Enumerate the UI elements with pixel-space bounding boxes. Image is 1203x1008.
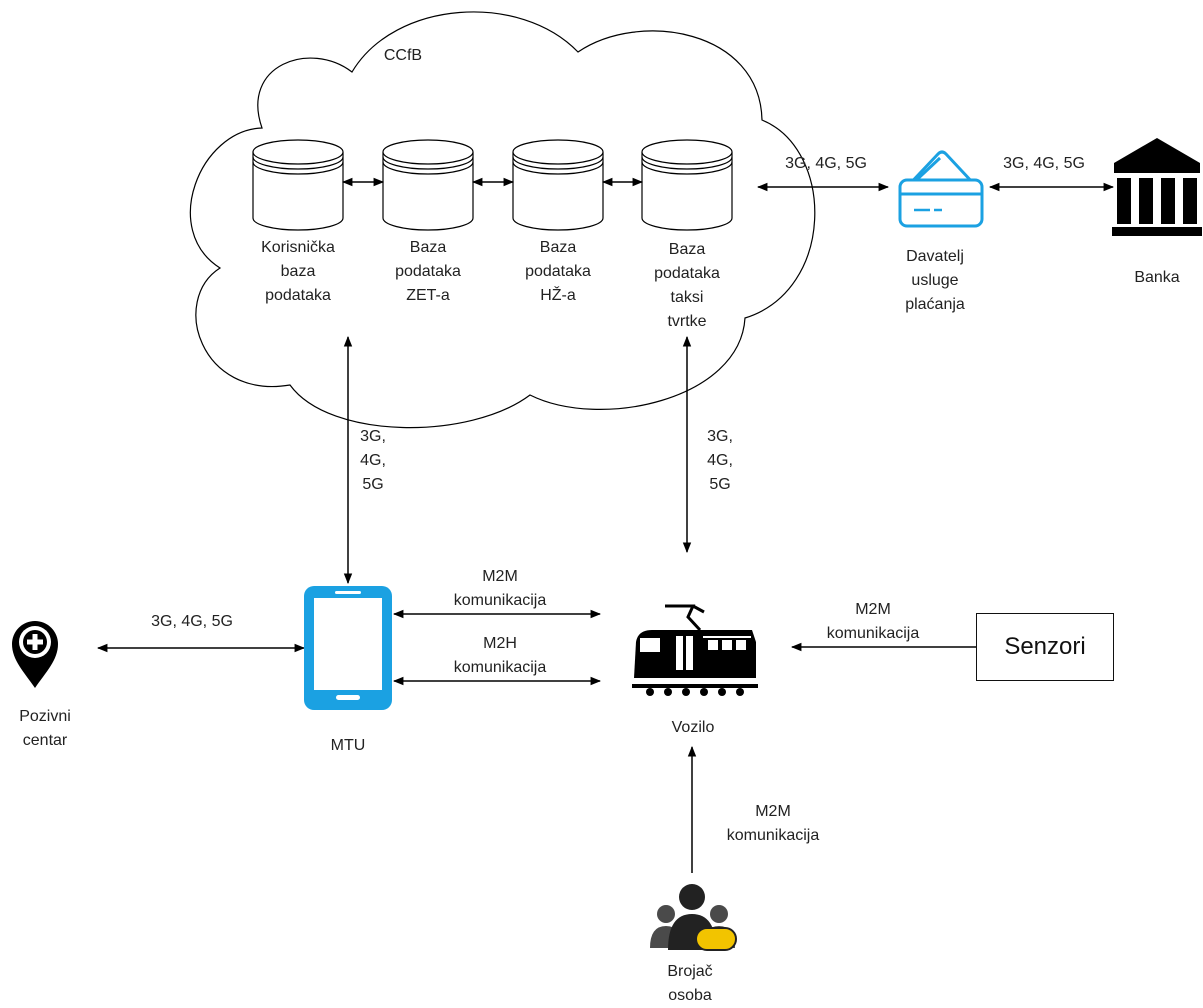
mtu-vehicle-m2h-label: M2H komunikacija — [453, 635, 547, 676]
vehicle-label: Vozilo — [671, 719, 715, 736]
credit-card-icon — [898, 150, 984, 228]
db-label-users: Korisnička baza podataka — [261, 239, 335, 304]
mtu-cloud-label: 3G, 4G, 5G — [360, 428, 386, 493]
map-pin-plus-icon — [12, 621, 58, 688]
payment-provider-label: Davatelj usluge plaćanja — [905, 248, 965, 313]
call-mtu-label: 3G, 4G, 5G — [151, 613, 233, 630]
db-label-zet: Baza podataka ZET-a — [395, 239, 461, 304]
cloud-title: CCfB — [383, 47, 423, 64]
bank-icon — [1112, 138, 1202, 236]
call-center-label: Pozivni centar — [19, 708, 71, 749]
sensors-label: Senzori — [1004, 633, 1086, 660]
database-icon — [382, 139, 474, 231]
mtu-label: MTU — [330, 737, 366, 754]
sensors-vehicle-label: M2M komunikacija — [826, 601, 920, 642]
database-icon — [252, 139, 344, 231]
database-icon — [512, 139, 604, 231]
vehicle-cloud-label: 3G, 4G, 5G — [707, 428, 733, 493]
tram-icon — [632, 604, 758, 696]
bank-label: Banka — [1134, 269, 1180, 286]
payment-bank-label: 3G, 4G, 5G — [1003, 155, 1085, 172]
cloud-shape — [189, 11, 816, 429]
smartphone-icon — [304, 586, 392, 710]
db-label-taxi: Baza podataka taksi tvrtke — [654, 241, 720, 330]
counter-label: Brojač osoba — [667, 963, 713, 1004]
sensors-box: Senzori — [976, 613, 1114, 681]
mtu-vehicle-m2m-label: M2M komunikacija — [453, 568, 547, 609]
cloud-payment-label: 3G, 4G, 5G — [785, 155, 867, 172]
database-icon — [641, 139, 733, 231]
db-label-hz: Baza podataka HŽ-a — [525, 239, 591, 304]
counter-vehicle-label: M2M komunikacija — [726, 803, 820, 844]
people-counter-icon — [650, 884, 737, 951]
